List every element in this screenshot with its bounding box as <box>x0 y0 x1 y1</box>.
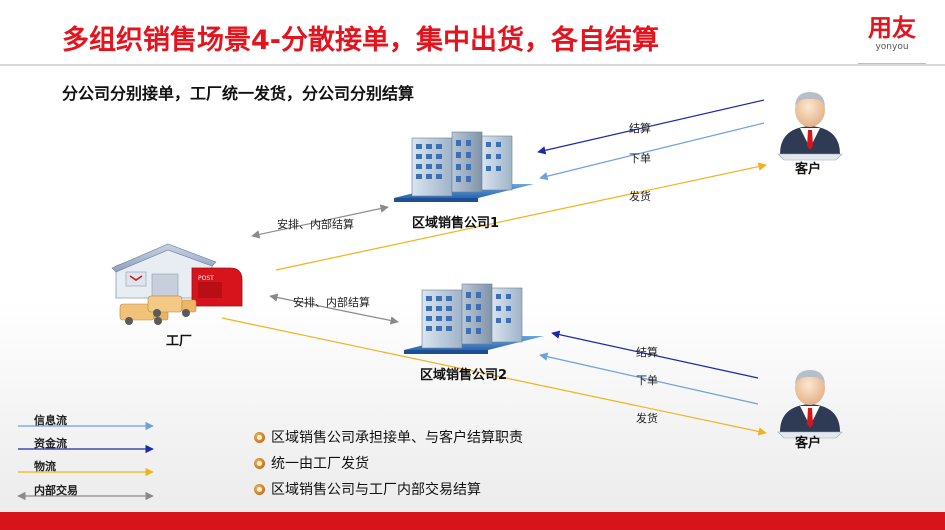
settle-arrow-1 <box>537 99 765 155</box>
ship-label-2: 发货 <box>636 412 658 425</box>
bullet-item: 统一由工厂发货 <box>254 450 523 476</box>
order-arrow-2 <box>539 352 759 405</box>
header-divider <box>0 64 945 66</box>
ship-label-1: 发货 <box>629 190 651 203</box>
legend-logistics-label: 物流 <box>34 460 56 473</box>
order-label-2: 下单 <box>636 374 658 387</box>
order-arrow-1 <box>539 122 765 181</box>
footer-bar <box>0 512 945 530</box>
svg-text:POST: POST <box>198 275 214 282</box>
bullet-text: 统一由工厂发货 <box>271 456 369 472</box>
bullet-icon <box>254 457 265 469</box>
internal-arrow-2 <box>269 293 399 325</box>
bullet-list: 区域销售公司承担接单、与客户结算职责 统一由工厂发货 区域销售公司与工厂内部交易… <box>254 424 523 502</box>
page-title: 多组织销售场景4-分散接单，集中出货，各自结算 <box>62 25 659 56</box>
settle-label-1: 结算 <box>629 122 651 135</box>
brand-logo: 用友 yonyou <box>857 14 927 52</box>
internal-arrow-1 <box>251 204 389 239</box>
bullet-item: 区域销售公司承担接单、与客户结算职责 <box>254 424 523 450</box>
customer1-label: 客户 <box>795 162 822 177</box>
bullet-item: 区域销售公司与工厂内部交易结算 <box>254 476 523 502</box>
ship-arrow-1 <box>275 162 767 271</box>
factory-icon: POST <box>111 243 243 325</box>
legend-info-label: 信息流 <box>34 414 67 427</box>
bullet-icon <box>254 431 265 443</box>
internal-label-1: 安排、内部结算 <box>277 218 354 231</box>
brand-sub: yonyou <box>875 42 909 52</box>
page-subtitle: 分公司分别接单，工厂统一发货，分公司分别结算 <box>62 84 415 103</box>
ship-arrow-2 <box>221 317 767 436</box>
settle-label-2: 结算 <box>636 346 658 359</box>
bullet-text: 区域销售公司与工厂内部交易结算 <box>271 482 481 498</box>
factory-label: 工厂 <box>166 334 193 349</box>
customer2-label: 客户 <box>795 436 822 451</box>
region2-label: 区域销售公司2 <box>420 368 508 383</box>
legend-money-label: 资金流 <box>34 437 67 450</box>
order-label-1: 下单 <box>629 152 651 165</box>
customer-icon-2 <box>777 370 843 439</box>
settle-arrow-2 <box>551 330 759 379</box>
internal-label-2: 安排、内部结算 <box>293 296 370 309</box>
bullet-icon <box>254 483 265 495</box>
region1-label: 区域销售公司1 <box>412 216 500 231</box>
bullet-text: 区域销售公司承担接单、与客户结算职责 <box>271 430 523 446</box>
brand-underline <box>858 63 926 64</box>
office-building-icon-2 <box>404 283 544 354</box>
legend-internal-label: 内部交易 <box>34 484 78 497</box>
office-building-icon-1 <box>394 131 534 202</box>
brand-name: 用友 <box>868 14 916 42</box>
customer-icon-1 <box>777 92 843 161</box>
